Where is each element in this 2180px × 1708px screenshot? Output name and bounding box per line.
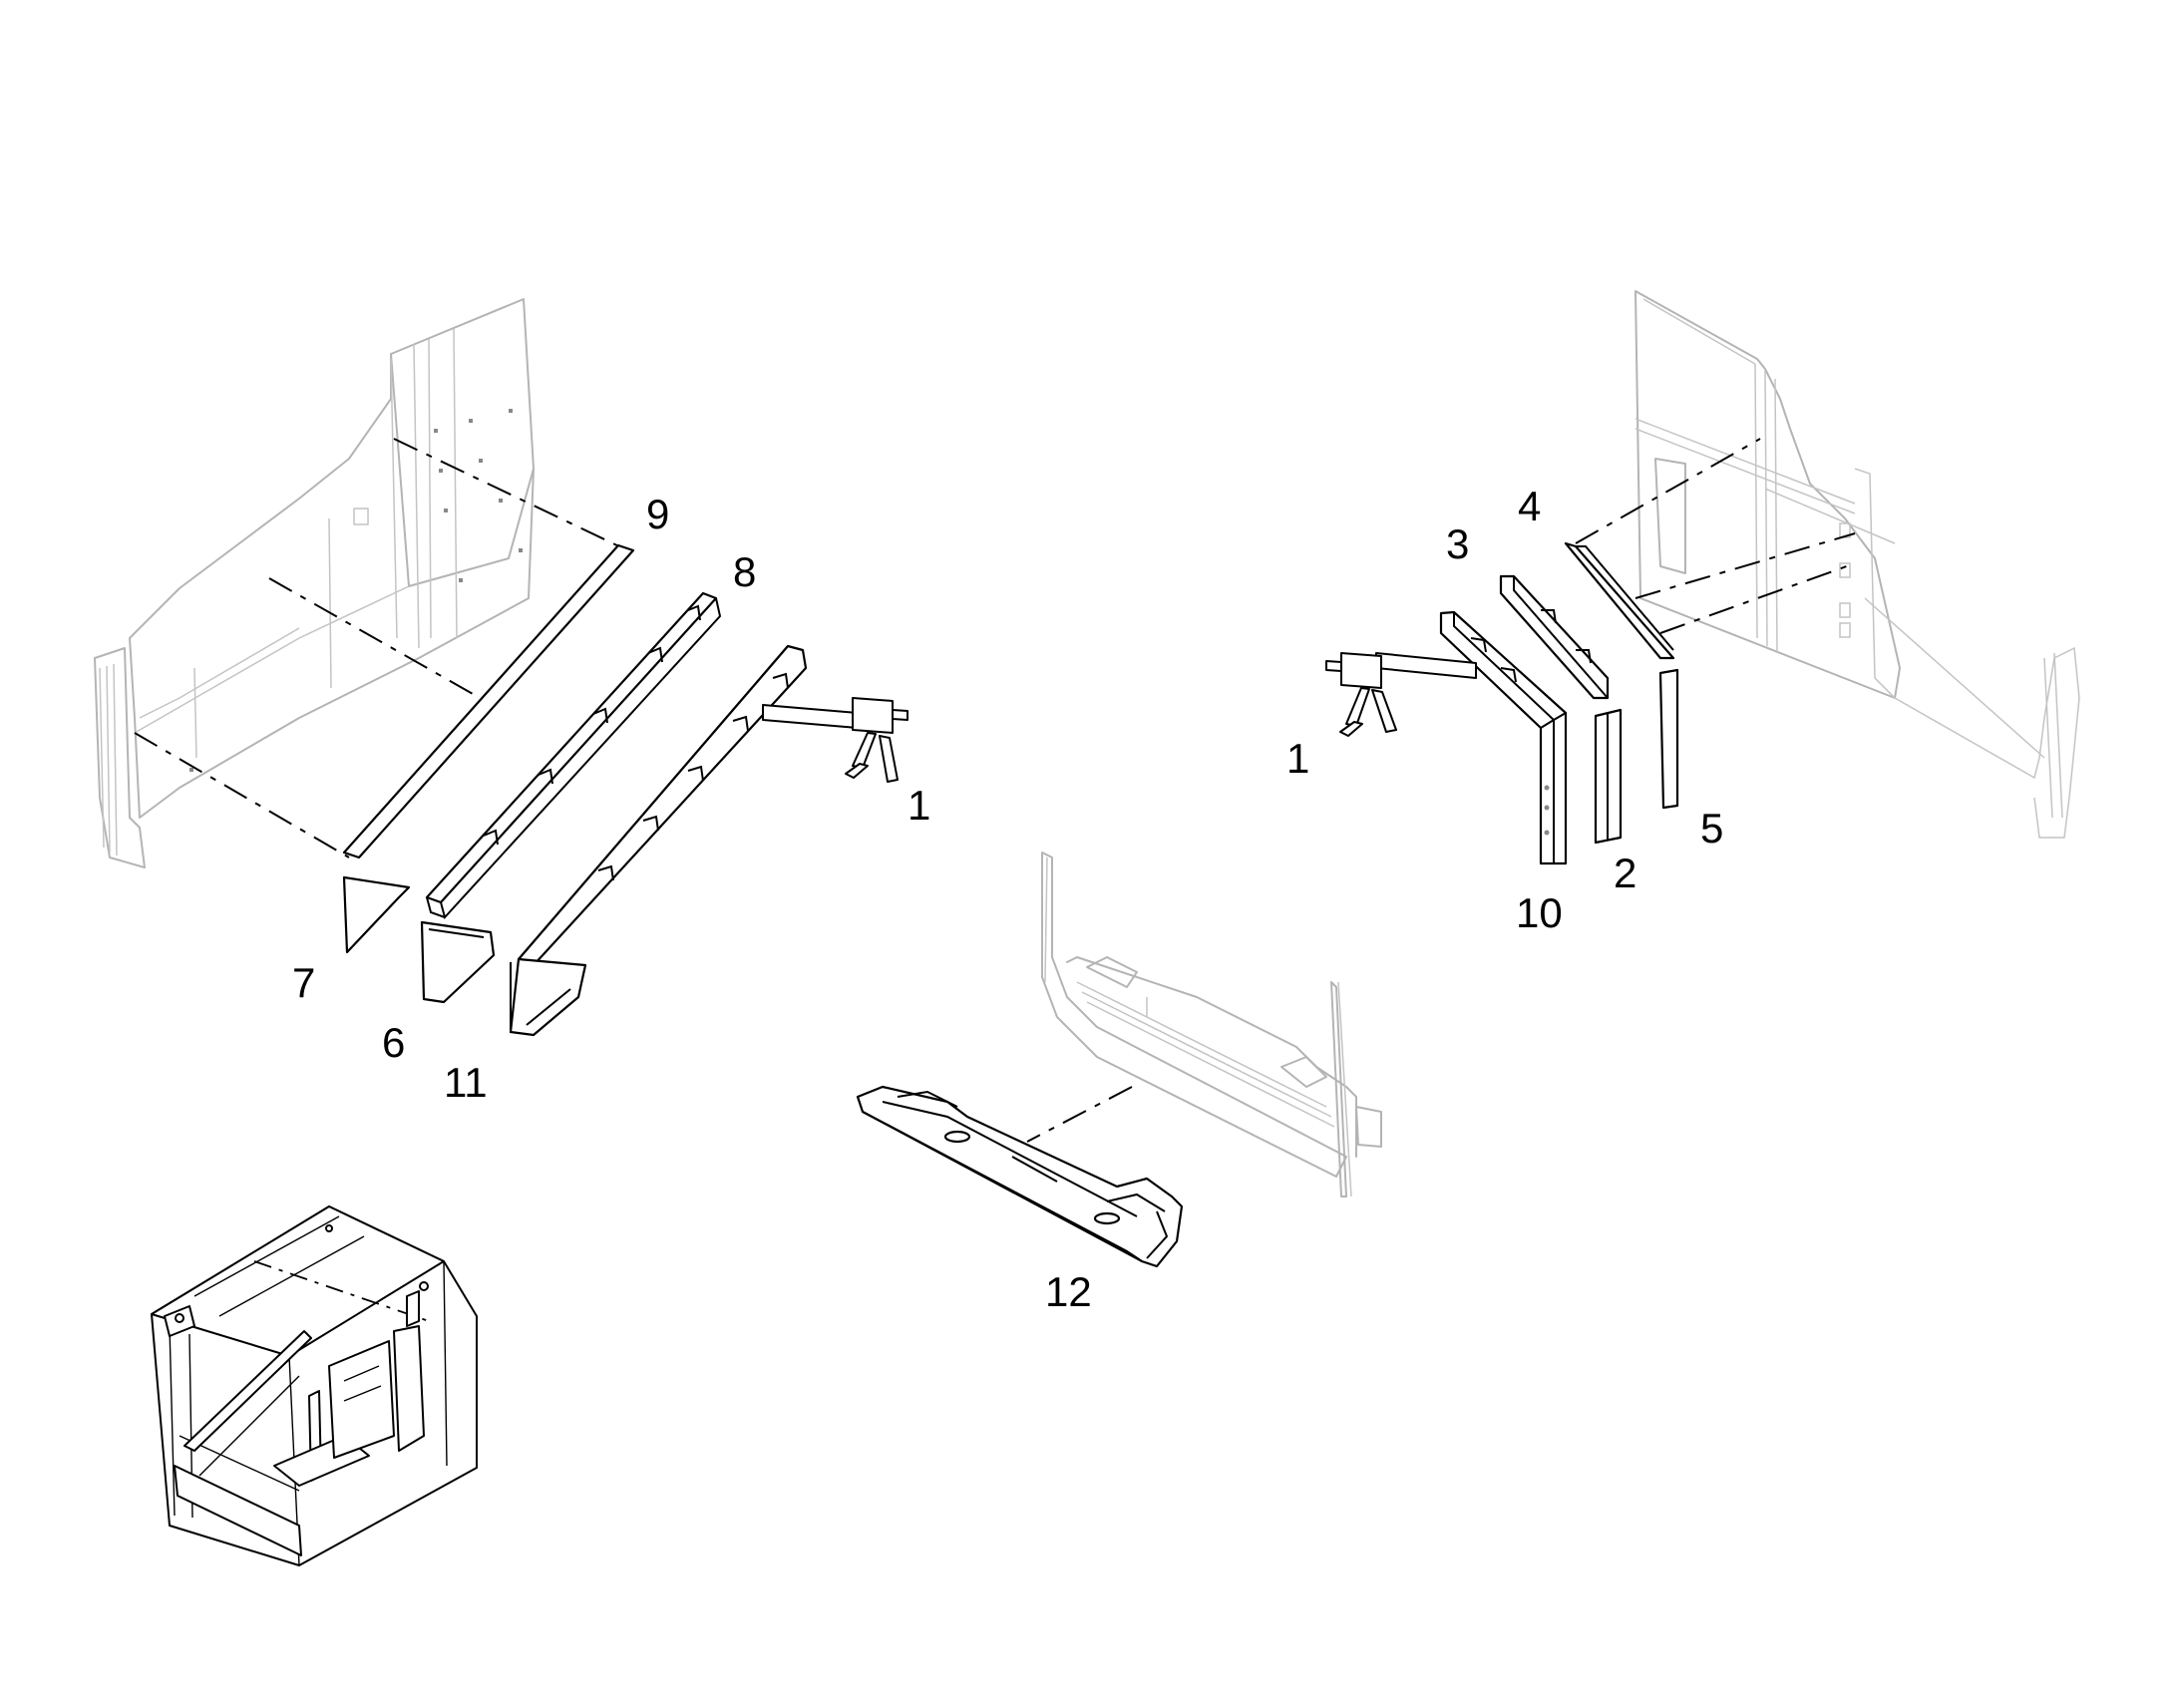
- cab-overview-icon: [151, 1205, 478, 1566]
- part-3-channel: [1499, 574, 1610, 700]
- part-10-post: [1439, 610, 1568, 865]
- callout-10: 10: [1516, 889, 1563, 936]
- part-6-gusset: [420, 920, 496, 1004]
- callout-11: 11: [444, 1059, 488, 1106]
- callout-7: 7: [292, 959, 315, 1006]
- part-5-strip: [1658, 668, 1679, 810]
- part-12-sill: [856, 1085, 1184, 1268]
- callout-5: 5: [1700, 805, 1723, 852]
- callout-9: 9: [646, 491, 669, 537]
- callout-2: 2: [1614, 850, 1636, 896]
- callout-6: 6: [382, 1019, 405, 1066]
- part-2-channel: [1594, 708, 1623, 845]
- right-leader-lines: [1575, 438, 1856, 634]
- callout-1-right: 1: [1286, 735, 1309, 782]
- callout-12: 12: [1045, 1268, 1092, 1315]
- center-leader-line: [1026, 1086, 1133, 1143]
- caulking-gun-icon: [762, 697, 908, 783]
- part-9-strip: [342, 543, 635, 859]
- part-11-bracket: [509, 644, 808, 1037]
- callout-4: 4: [1518, 483, 1541, 529]
- right-wall-ghost: [1635, 290, 2080, 839]
- left-leader-lines: [134, 438, 624, 858]
- callout-3: 3: [1446, 520, 1469, 567]
- part-4-strip: [1564, 541, 1675, 660]
- part-8-channel: [425, 591, 722, 920]
- callout-1-left: 1: [908, 782, 930, 829]
- callout-8: 8: [733, 548, 756, 595]
- caulking-gun-icon: [1325, 652, 1477, 737]
- part-7-gusset: [342, 875, 411, 954]
- left-wall-ghost: [94, 298, 535, 868]
- front-lower-ghost: [1041, 852, 1382, 1197]
